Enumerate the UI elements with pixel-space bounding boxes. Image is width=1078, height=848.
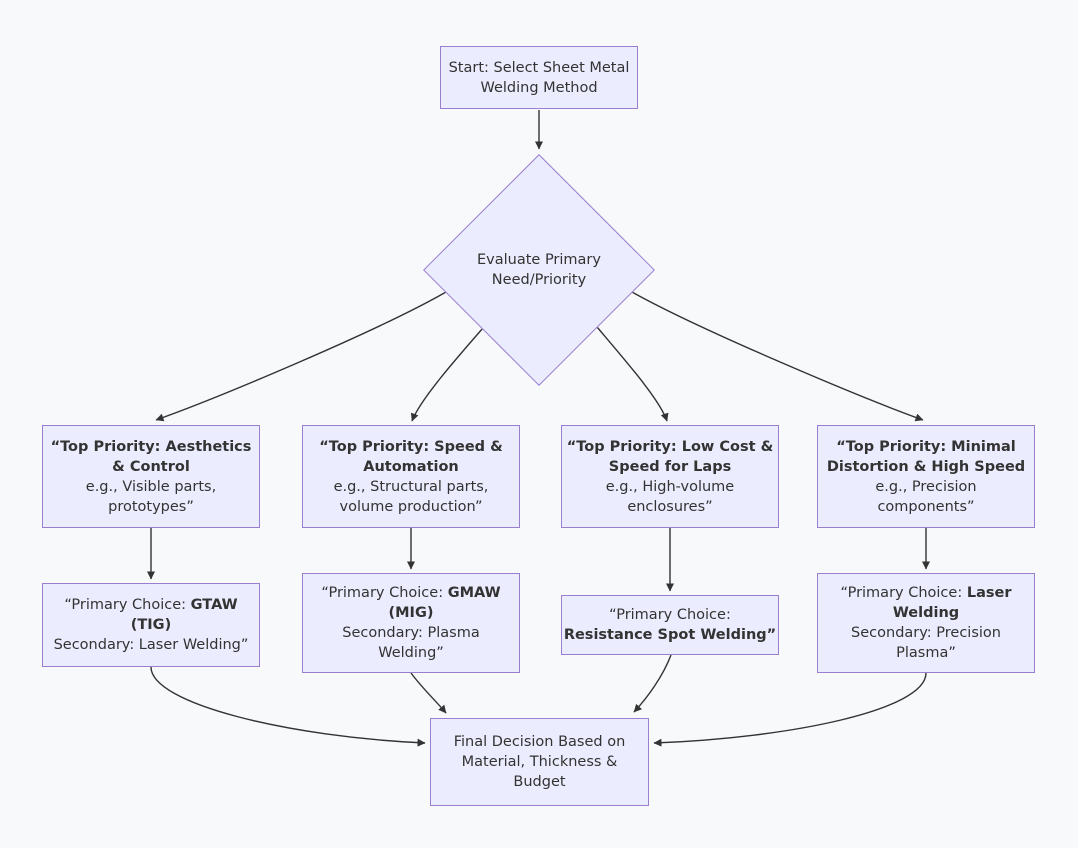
node-text-segment: Automation [363, 458, 459, 475]
node-choice-gmaw: “Primary Choice: GMAW (MIG) Secondary: Pla… [302, 573, 520, 673]
node-text-segment: “Top Priority: Speed & [319, 438, 503, 455]
node-branch-lowcost: “Top Priority: Low Cost & Speed for Laps e… [561, 425, 779, 528]
node-text-segment: & Control [112, 458, 190, 475]
node-text-segment: Secondary: Precision [851, 625, 1001, 641]
node-text-segment: “Top Priority: Minimal [836, 438, 1016, 455]
edge-choice-gmaw-final [410, 672, 447, 714]
node-text-segment: Material, Thickness & [461, 754, 618, 770]
node-text-segment: (MIG) [388, 605, 434, 621]
node-text-segment: enclosures” [627, 498, 713, 515]
edge-choice-gtaw-final [150, 666, 426, 747]
node-text-segment: Welding [892, 605, 960, 621]
node-choice-spot: “Primary Choice: Resistance Spot Welding” [561, 595, 779, 655]
node-text-segment: “Primary Choice: [64, 597, 191, 613]
node-text-segment: “Top Priority: Low Cost & [566, 438, 774, 455]
node-text-segment: (TIG) [130, 617, 172, 633]
node-branch-speed: “Top Priority: Speed & Automation e.g., St… [302, 425, 520, 528]
node-text-segment: Distortion & High Speed [826, 458, 1026, 475]
edge-choice-spot-final [633, 654, 672, 713]
node-text-segment: “Primary Choice: [609, 607, 731, 623]
node-text-segment: “Top Priority: Aesthetics [50, 438, 252, 455]
node-text-segment: volume production” [339, 498, 483, 515]
node-text-segment: Welding” [378, 645, 444, 661]
node-text-segment: Secondary: Laser Welding” [53, 637, 249, 653]
node-text-segment: Secondary: Plasma [342, 625, 480, 641]
node-text-segment: e.g., Precision [875, 478, 977, 495]
node-text-segment: Evaluate Primary [477, 252, 601, 268]
edge-decision-branch-lowcost [596, 326, 669, 422]
edge-decision-branch-distortion [631, 291, 924, 422]
node-choice-gtaw: “Primary Choice: GTAW (TIG) Secondary: Las… [42, 583, 260, 667]
node-text-segment: Welding Method [480, 79, 598, 96]
node-text-segment: “Primary Choice: [321, 585, 448, 601]
edge-decision-branch-aesthetics [155, 291, 447, 422]
node-text-segment: Need/Priority [491, 272, 587, 288]
node-text-segment: Speed for Laps [608, 458, 732, 475]
node-text-segment: components” [877, 498, 975, 515]
node-text-segment: GMAW [447, 585, 501, 601]
node-final-decision: Final Decision Based on Material, Thickne… [430, 718, 649, 806]
node-branch-aesthetics: “Top Priority: Aesthetics & Control e.g., … [42, 425, 260, 528]
edge-decision-branch-speed [410, 327, 484, 422]
node-text-segment: e.g., Visible parts, [85, 478, 217, 495]
node-text-segment: Start: Select Sheet Metal [448, 59, 630, 76]
edge-choice-laser-final [653, 672, 927, 747]
node-text-segment: e.g., High-volume [605, 478, 735, 495]
node-text-segment: Plasma” [896, 645, 956, 661]
node-text-segment: Laser [966, 585, 1012, 601]
node-text-segment: Final Decision Based on [453, 734, 626, 750]
node-text-segment: Budget [513, 774, 566, 790]
node-text-segment: e.g., Structural parts, [333, 478, 489, 495]
node-text-segment: “Primary Choice: [840, 585, 967, 601]
node-text-segment: GTAW [190, 597, 238, 613]
node-text-segment: prototypes” [108, 498, 194, 515]
node-text-segment: Resistance Spot Welding” [563, 627, 777, 643]
